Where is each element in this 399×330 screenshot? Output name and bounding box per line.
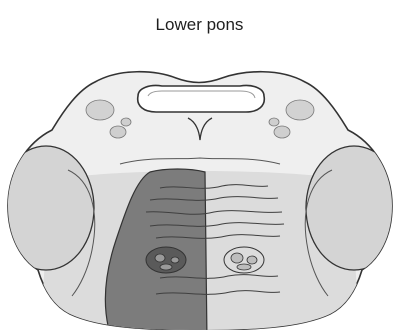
left-corticospinal-tract (146, 247, 186, 273)
title-band: Lower pons (0, 0, 399, 60)
left-tegmental-spot-a (110, 126, 126, 138)
pons-cross-section (0, 60, 399, 330)
right-tegmental-spot-a (274, 126, 290, 138)
left-tegmental-spot-b (121, 118, 131, 126)
left-cerebellar-peduncle (0, 146, 94, 270)
right-tegmental-nucleus (286, 100, 314, 120)
illustration-panel (0, 60, 399, 330)
right-cerebellar-peduncle (306, 146, 399, 270)
figure-title: Lower pons (0, 15, 399, 35)
left-tegmental-nucleus (86, 100, 114, 120)
fourth-ventricle (138, 85, 265, 112)
right-tegmental-spot-b (269, 118, 279, 126)
right-corticospinal-tract (224, 247, 264, 273)
